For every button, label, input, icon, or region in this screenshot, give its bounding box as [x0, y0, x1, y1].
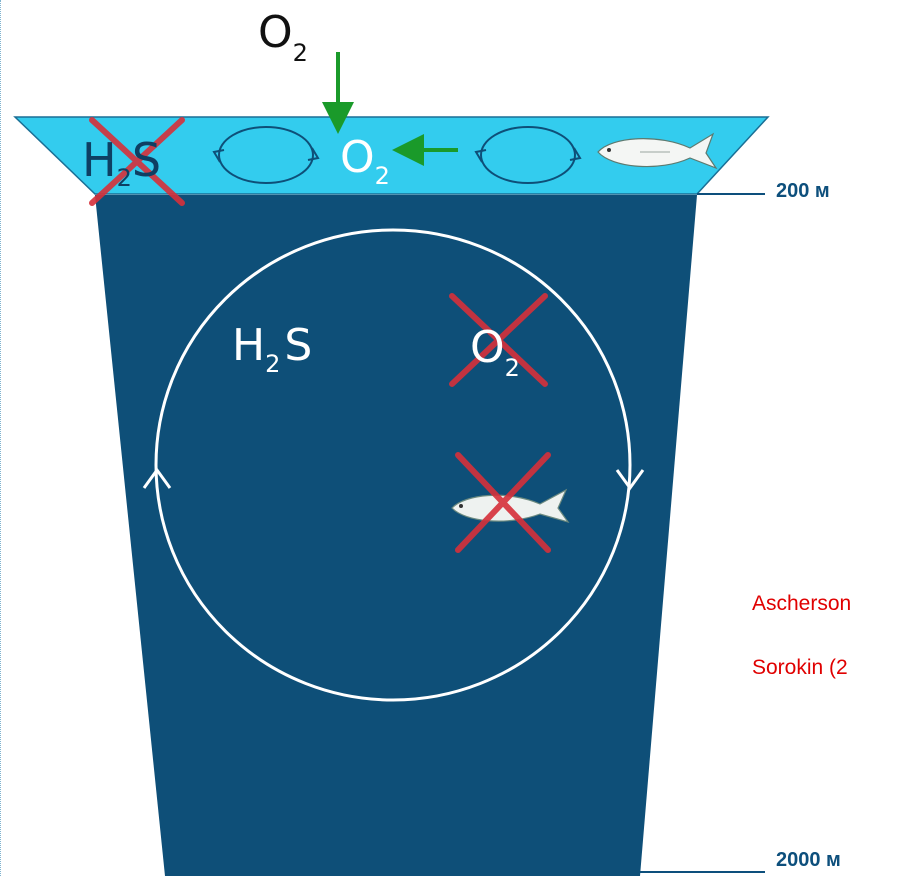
depth-label-200: 200 м — [776, 180, 830, 202]
deep-o2-formula: O2 — [470, 322, 520, 382]
o2-inflow-formula: O2 — [258, 7, 308, 67]
citation-sorokin: Sorokin (2 — [752, 656, 848, 679]
surface-circulation-right — [474, 126, 582, 184]
surface-fish-icon — [597, 132, 718, 170]
deep-circulation-loop — [142, 228, 645, 702]
surface-h2s-formula: H2S — [82, 133, 161, 192]
cross-deep-fish — [455, 452, 551, 553]
deep-h2s-formula: H2S — [232, 320, 312, 378]
slide-edge-divider — [0, 0, 3, 876]
deep-water-layer — [95, 195, 697, 876]
citation-ascherson: Ascherson — [752, 592, 852, 615]
cross-surface-h2s — [89, 117, 185, 206]
depth-label-2000: 2000 м — [776, 849, 841, 871]
cross-deep-o2 — [449, 293, 548, 387]
surface-o2-formula: O2 — [340, 132, 390, 190]
surface-circulation-left — [212, 126, 320, 184]
